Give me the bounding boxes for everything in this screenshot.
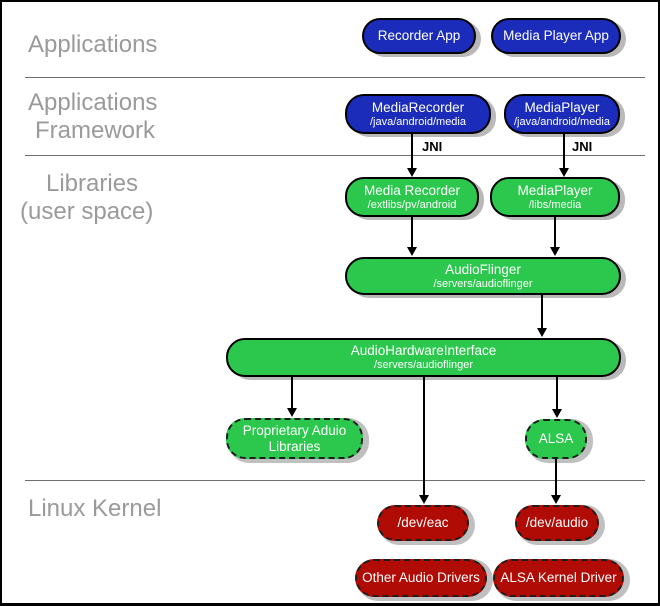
- box-title: ALSA: [538, 431, 574, 446]
- box-title: MediaPlayer: [524, 99, 600, 115]
- box-path: /servers/audioflinger: [373, 359, 474, 371]
- box-recorder-app: Recorder App: [362, 18, 476, 54]
- box-title-line1: Proprietary Aduio: [242, 422, 347, 438]
- box-audiohardwareinterface: AudioHardwareInterface /servers/audiofli…: [226, 338, 621, 377]
- arrow-audioflinger-to-ahi: [537, 295, 547, 337]
- section-label-libraries-line2: (user space): [20, 198, 154, 225]
- box-path: /java/android/media: [369, 115, 466, 128]
- divider-libraries-kernel: [25, 480, 645, 481]
- box-title: Other Audio Drivers: [362, 570, 480, 585]
- section-label-applications-framework-line2: Framework: [35, 117, 156, 144]
- jni-label-right: JNI: [572, 139, 593, 154]
- box-path: /libs/media: [528, 198, 582, 211]
- section-label-libraries-line1: Libraries: [46, 170, 139, 197]
- arrow-ahi-to-proprietary: [287, 377, 297, 417]
- arrow-ahi-to-dev-eac: [419, 377, 429, 504]
- box-mediaplayer-framework: MediaPlayer /java/android/media: [504, 94, 620, 134]
- box-mediarecorder-framework: MediaRecorder /java/android/media: [345, 94, 491, 134]
- box-title: MediaPlayer: [517, 182, 593, 198]
- box-title: Media Recorder: [363, 182, 461, 198]
- box-audioflinger: AudioFlinger /servers/audioflinger: [345, 257, 621, 295]
- box-other-audio-drivers: Other Audio Drivers: [355, 559, 487, 597]
- jni-label-left: JNI: [422, 139, 443, 154]
- box-dev-audio: /dev/audio: [515, 505, 599, 541]
- box-title: MediaRecorder: [371, 99, 465, 115]
- box-title: /dev/eac: [397, 515, 449, 530]
- box-proprietary-audio-libraries: Proprietary Aduio Libraries: [226, 418, 363, 459]
- box-title: /dev/audio: [525, 515, 589, 530]
- box-alsa: ALSA: [525, 419, 587, 459]
- arrow-mediarecorder-to-audioflinger: [407, 217, 417, 256]
- arrow-ahi-to-alsa: [552, 377, 562, 418]
- box-title-line2: Libraries: [268, 438, 321, 454]
- divider-framework-libraries: [25, 155, 645, 156]
- box-title: Media Player App: [503, 28, 609, 43]
- box-mediaplayer-lib: MediaPlayer /libs/media: [490, 177, 620, 217]
- box-title: AudioFlinger: [445, 261, 521, 277]
- section-label-linux-kernel: Linux Kernel: [28, 495, 162, 522]
- box-dev-eac: /dev/eac: [377, 505, 469, 541]
- box-path: /extlibs/pv/android: [367, 198, 457, 211]
- box-media-player-app: Media Player App: [491, 18, 621, 54]
- box-title: AudioHardwareInterface: [350, 343, 497, 358]
- box-title: ALSA Kernel Driver: [500, 570, 617, 585]
- arrow-jni-mediaplayer: [559, 134, 569, 177]
- arrow-jni-mediarecorder: [407, 134, 417, 177]
- box-title: Recorder App: [377, 28, 461, 43]
- arrow-alsa-to-dev-audio: [551, 459, 561, 504]
- box-path: /servers/audioflinger: [433, 277, 533, 290]
- box-alsa-kernel-driver: ALSA Kernel Driver: [493, 559, 624, 597]
- divider-applications-framework: [25, 77, 645, 78]
- section-label-applications-framework-line1: Applications: [28, 89, 158, 116]
- box-media-recorder-lib: Media Recorder /extlibs/pv/android: [345, 177, 479, 217]
- section-label-applications: Applications: [28, 31, 158, 58]
- box-path: /java/android/media: [513, 115, 610, 128]
- arrow-mediaplayer-to-audioflinger: [550, 217, 560, 256]
